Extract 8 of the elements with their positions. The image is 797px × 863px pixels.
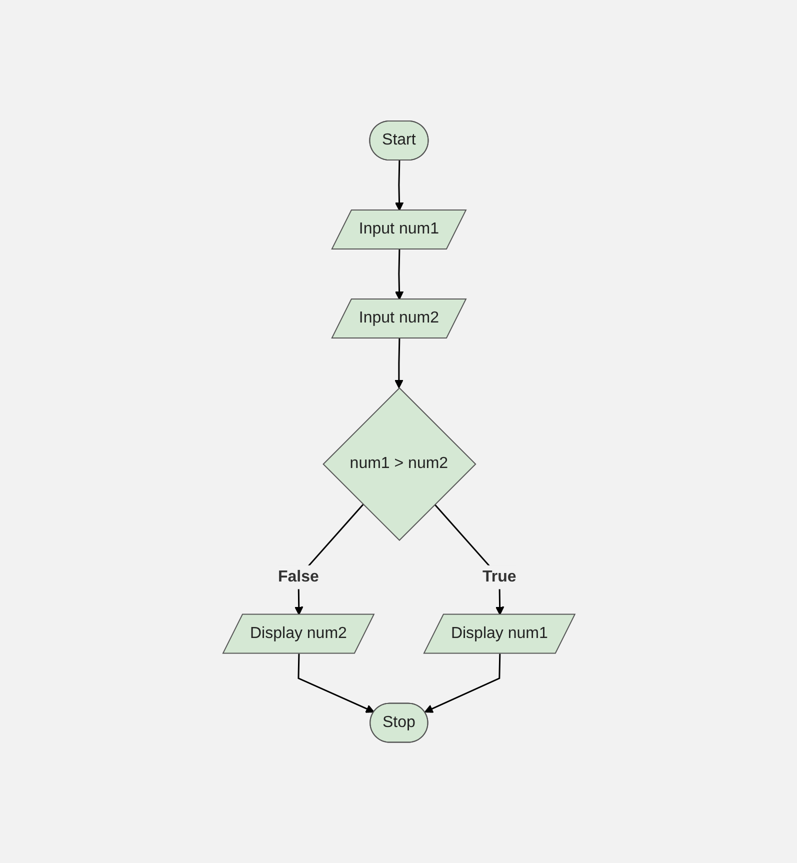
- edge-label: False: [278, 568, 318, 586]
- edge-label: True: [482, 568, 516, 586]
- arrow: [424, 654, 500, 713]
- arrow: [297, 654, 374, 713]
- node-diamond: num1 > num2: [322, 387, 476, 541]
- arrow: [394, 338, 403, 388]
- arrow: [394, 249, 404, 300]
- arrow: [394, 160, 404, 211]
